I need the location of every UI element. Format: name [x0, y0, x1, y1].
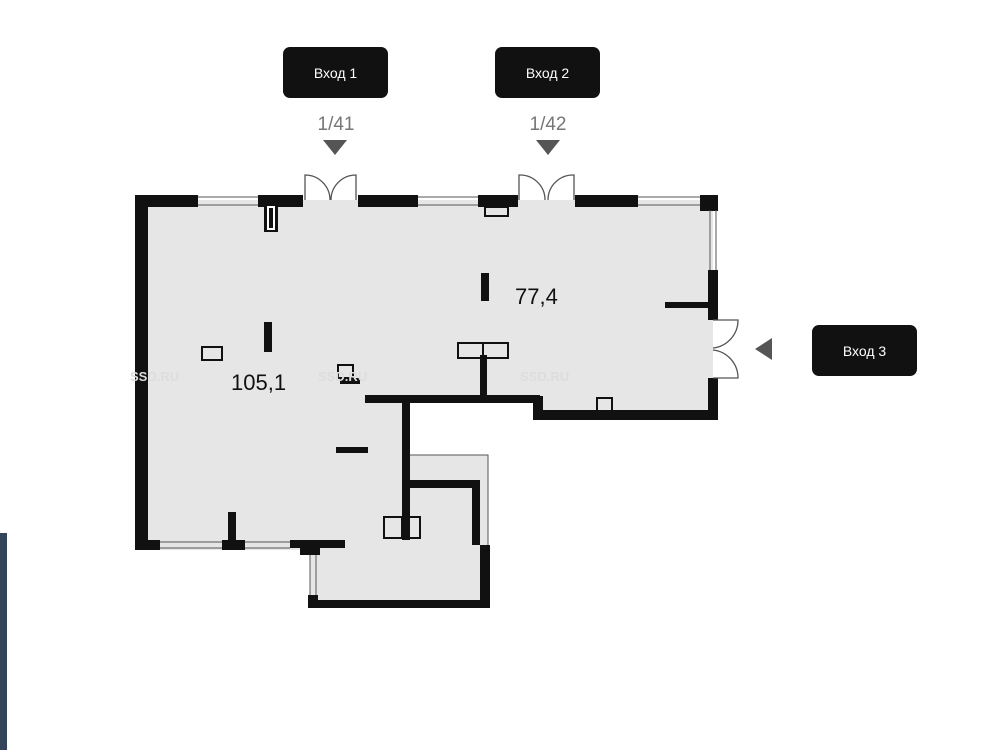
entrance-1-label: Вход 1 — [283, 47, 388, 98]
arrow-left-icon — [755, 338, 772, 360]
arrow-down-icon — [536, 140, 560, 155]
room-area-2: 77,4 — [515, 284, 558, 309]
windows — [160, 196, 717, 595]
watermark: SSD.RU — [130, 369, 179, 384]
watermark: SSD.RU — [318, 369, 367, 384]
floor-area — [140, 200, 713, 550]
floor-area-lower — [310, 455, 488, 605]
entrance-2-label: Вход 2 — [495, 47, 600, 98]
watermarks: SSD.RU SSD.RU SSD.RU — [130, 369, 569, 384]
entrance-3-label: Вход 3 — [812, 325, 917, 376]
watermark: SSD.RU — [520, 369, 569, 384]
arrow-down-icon — [323, 140, 347, 155]
walls — [135, 195, 718, 608]
room-area-1: 105,1 — [231, 370, 286, 395]
side-strip — [0, 533, 7, 750]
entrance-2-number: 1/42 — [529, 114, 567, 135]
entrance-1-number: 1/41 — [317, 114, 355, 135]
fixtures — [160, 196, 717, 595]
door-icons — [304, 174, 739, 379]
